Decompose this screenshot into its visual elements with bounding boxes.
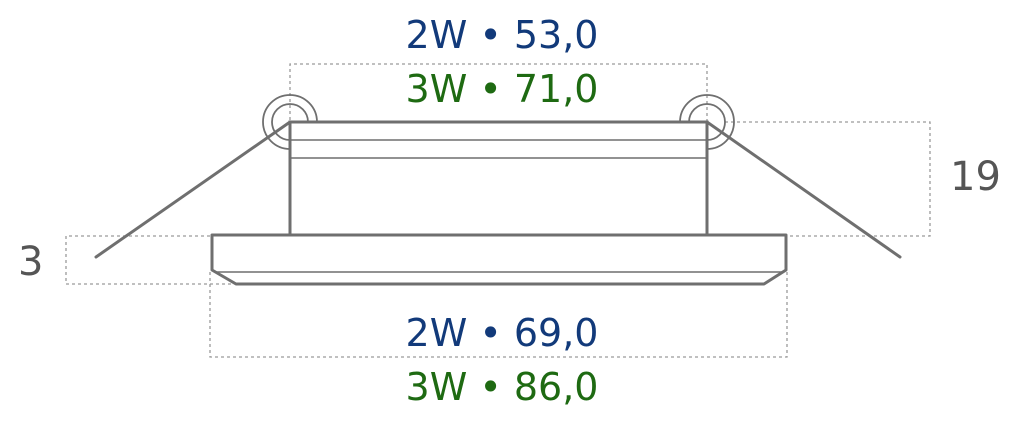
body-housing (288, 120, 709, 238)
rim-dimension-label: 3 (18, 239, 44, 285)
right-spring-clip (705, 120, 902, 259)
light-body (288, 120, 709, 238)
bottom-width-guide (209, 272, 788, 358)
bezel (210, 233, 788, 286)
left-spring-clip (94, 120, 292, 259)
top-width-guide (289, 63, 708, 150)
top-dimension-3w: 3W • 71,0 (405, 67, 599, 111)
bottom-dimension-2w: 2W • 69,0 (405, 311, 599, 355)
top-dimension-2w: 2W • 53,0 (405, 13, 599, 57)
dimension-guides (65, 63, 931, 358)
spring-clips (94, 120, 902, 259)
rim-guide (65, 235, 232, 285)
height-dimension-label: 19 (950, 154, 1001, 200)
bezel-outline (210, 233, 788, 286)
height-guide (725, 121, 931, 237)
bottom-dimension-3w: 3W • 86,0 (405, 365, 599, 409)
